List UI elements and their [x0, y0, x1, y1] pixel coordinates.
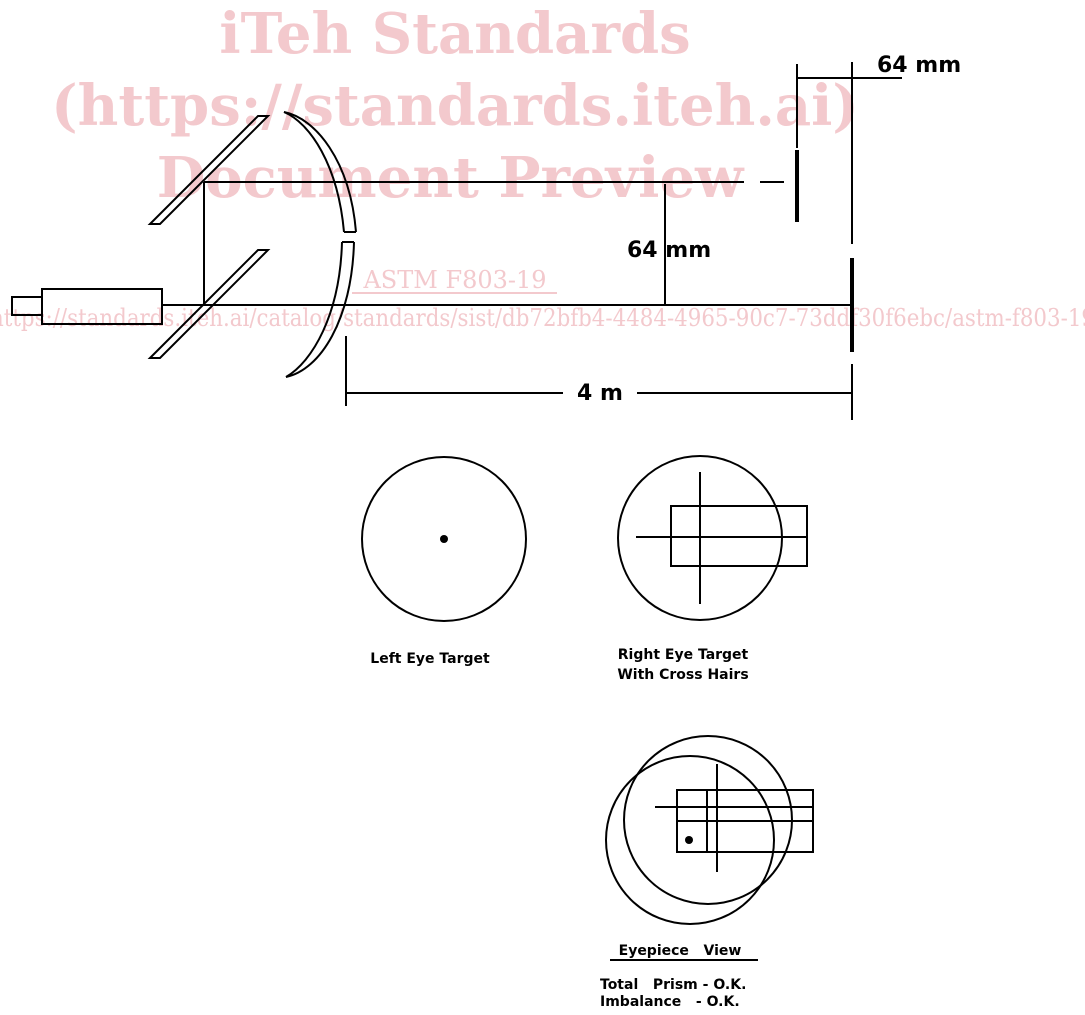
upper-mirror [147, 115, 271, 225]
light-source-body [41, 288, 163, 325]
eyepiece-result-line-1: Total Prism - O.K. [600, 977, 746, 993]
left-eye-target [361, 456, 527, 622]
left-eye-target-dot [440, 535, 448, 543]
eyepiece-view-title: Eyepiece View [619, 943, 742, 959]
watermark-line-2: (https://standards.iteh.ai) [51, 73, 859, 139]
watermark-line-1: iTeh Standards [219, 1, 690, 67]
lens-lower-inner [285, 241, 343, 378]
optical-setup [11, 62, 902, 420]
watermark-standard: ASTM F803-19 [362, 266, 546, 294]
lens-upper-inner [283, 111, 345, 233]
distance-dimension-label: 4 m [577, 381, 623, 406]
lens-upper-outer [283, 111, 357, 233]
lower-mirror [147, 249, 271, 359]
watermark: iTeh Standards (https://standards.iteh.a… [0, 1, 1085, 332]
right-eye-target [617, 455, 808, 621]
eyepiece-result-line-2: Imbalance - O.K. [600, 994, 740, 1010]
separation-dimension-label: 64 mm [627, 238, 711, 263]
eyepiece-view [605, 735, 814, 925]
right-eye-target-label-line-2: With Cross Hairs [617, 667, 748, 683]
left-eye-target-label: Left Eye Target [370, 651, 490, 667]
lens-lower-outer [285, 241, 355, 378]
left-eye-target-circle [361, 456, 527, 622]
watermark-line-3: Document Preview [157, 145, 745, 211]
offset-dimension-label: 64 mm [877, 53, 961, 78]
eyepiece-dot [685, 836, 693, 844]
right-eye-target-label-line-1: Right Eye Target [618, 647, 749, 663]
eyepiece-left-circle [605, 755, 775, 925]
